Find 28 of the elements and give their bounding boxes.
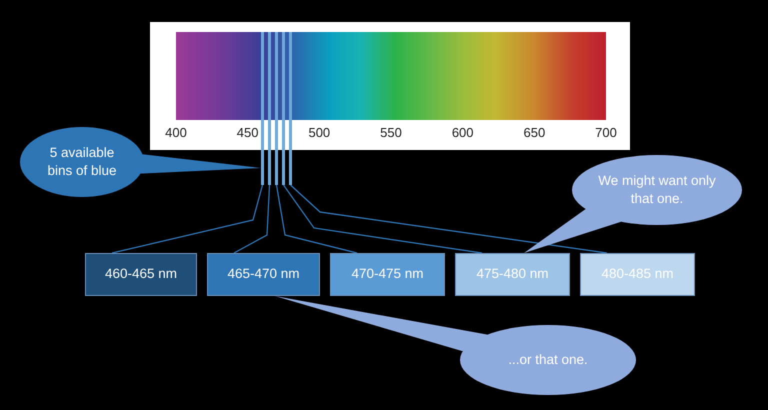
leader-line bbox=[283, 184, 482, 254]
leader-line bbox=[112, 184, 264, 254]
tick-label: 500 bbox=[307, 125, 332, 140]
callout-bubble: 5 available bins of blue bbox=[20, 127, 144, 197]
tick-label: 600 bbox=[450, 125, 475, 140]
bin-strip bbox=[268, 32, 271, 185]
callout-tail bbox=[274, 296, 488, 352]
tick-label: 450 bbox=[236, 125, 260, 140]
tick-label: 650 bbox=[522, 125, 546, 140]
callout-bubble: ...or that one. bbox=[460, 325, 636, 395]
tick-label: 700 bbox=[594, 125, 618, 140]
bin-strip bbox=[289, 32, 292, 185]
tick-label: 550 bbox=[379, 125, 403, 140]
leader-line bbox=[290, 184, 608, 254]
bin-strip bbox=[275, 32, 278, 185]
range-box: 480-485 nm bbox=[580, 253, 695, 296]
range-box: 475-480 nm bbox=[455, 253, 570, 296]
spectrum-bar bbox=[176, 32, 606, 120]
callout-tail bbox=[140, 154, 261, 174]
bin-strip bbox=[261, 32, 264, 185]
bin-strip bbox=[282, 32, 285, 185]
range-box: 460-465 nm bbox=[85, 253, 197, 296]
range-box: 470-475 nm bbox=[330, 253, 445, 296]
leader-line bbox=[234, 184, 270, 254]
leader-line bbox=[276, 184, 358, 254]
callout-tail bbox=[524, 209, 622, 253]
tick-label: 400 bbox=[164, 125, 188, 140]
range-box: 465-470 nm bbox=[207, 253, 320, 296]
